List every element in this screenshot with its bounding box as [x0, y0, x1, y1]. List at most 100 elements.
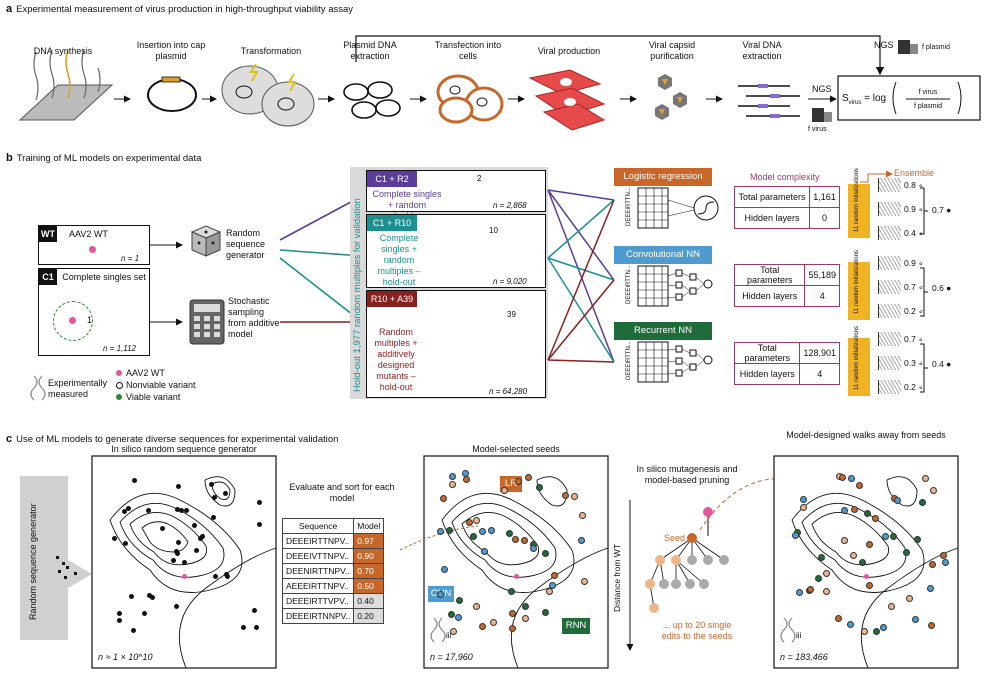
scatter-point [131, 627, 137, 633]
scatter-point [549, 581, 557, 589]
dice-icon [190, 225, 222, 257]
scatter-point [927, 621, 935, 629]
scatter-point [147, 592, 153, 598]
scatter-point [508, 588, 516, 596]
plasmid-icon [147, 76, 197, 112]
ensemble-member-value: 0.2 ∘ [904, 382, 924, 392]
rnn-tag: RNN [562, 618, 590, 634]
scatter-point [906, 595, 914, 603]
scatter-point [176, 484, 182, 490]
scatter-point [142, 611, 148, 617]
scatter-point [446, 526, 454, 534]
ngs-bottom: NGS [812, 84, 832, 94]
step-transformation: Transformation [240, 46, 302, 56]
legend-nonviable-dot [116, 382, 123, 389]
ensemble-average-value: 0.7 ● [932, 205, 952, 215]
scatter-point [211, 495, 217, 501]
scatter-point [577, 536, 585, 544]
c1-tag: C1 [39, 269, 57, 285]
scatter-point [818, 554, 826, 562]
param-label: Total parameters [733, 264, 806, 286]
scatter-point [449, 473, 457, 481]
legend-viable: Viable variant [126, 392, 181, 402]
init-bar-1 [848, 184, 870, 238]
ngs-top: NGS [874, 40, 894, 50]
scatter-point [193, 547, 199, 553]
scatter-point [524, 473, 532, 481]
legend-experimental: Experimentally measured [48, 378, 108, 399]
scatter-point [799, 503, 807, 511]
scatter-point [871, 514, 879, 522]
ensemble-network-icon [878, 332, 901, 346]
calculator-icon [189, 299, 225, 345]
scatter-point [545, 587, 553, 595]
wt-count: n = 1 [121, 254, 140, 263]
scatter-point [863, 510, 871, 518]
wt-name: AAV2 WT [69, 229, 108, 239]
ensemble-average-value: 0.4 ● [932, 359, 952, 369]
ensemble-network-icon [878, 226, 901, 240]
scatter-point [858, 558, 866, 566]
scatter-point [472, 517, 480, 525]
viral-production-icon [528, 69, 606, 131]
scatter-point [222, 491, 228, 497]
scatter-point [873, 628, 881, 636]
scatter-point [795, 588, 803, 596]
scatter-point [256, 521, 262, 527]
scatter-point [922, 474, 930, 482]
scatter-point [509, 609, 516, 617]
scatter-point [927, 585, 935, 593]
scatter-point [799, 496, 807, 504]
viral-dna-icon [738, 84, 800, 118]
scatter-point [887, 602, 895, 610]
scatter-point [450, 628, 458, 636]
step-insertion: Insertion into cap plasmid [136, 40, 206, 61]
scatter-point [570, 493, 578, 501]
init-bar-3 [848, 338, 870, 396]
mutagenesis-tree [626, 500, 729, 651]
seed-label: Seed [664, 533, 686, 543]
scatter-point [174, 549, 180, 555]
panel1-title: In silico random sequence generator [111, 444, 257, 454]
scatter-point [128, 593, 134, 599]
ensemble-member-value: 0.7 ∘ [904, 282, 924, 292]
scatter-point [123, 541, 129, 547]
layer-value: 4 [799, 363, 840, 385]
scatter-point [225, 574, 231, 580]
scatter-point [478, 527, 486, 535]
scatter-point [480, 548, 488, 556]
table-row: DEEEIRTTVPV..0.40 [281, 593, 385, 609]
panel3-title: Model-designed walks away from seeds [786, 430, 946, 440]
scatter-point [175, 507, 181, 513]
iii-label-3: iii [796, 631, 802, 640]
table-row: AEEEIRTTNPV..0.50 [281, 578, 385, 594]
scatter-point [939, 552, 947, 560]
panel3-count: n = 183,466 [780, 652, 828, 662]
scatter-point [521, 602, 529, 610]
param-value: 1,161 [809, 186, 840, 208]
ensemble-member-value: 0.9 ∘ [904, 258, 924, 268]
fitness-landscape-1 [109, 476, 277, 669]
scatter-point [200, 534, 206, 540]
plasmid-extraction-icon [343, 81, 401, 119]
layer-label: Hidden layers [733, 363, 801, 385]
scatter-point [520, 537, 528, 545]
step-transfection: Transfection into cells [434, 40, 502, 61]
scatter-point [462, 470, 470, 478]
layer-label: Hidden layers [733, 207, 811, 229]
scatter-point [490, 618, 498, 626]
scatter-point [448, 610, 456, 618]
layer-value: 0 [809, 207, 840, 229]
scatter-point [515, 478, 523, 486]
scatter-point [241, 624, 247, 630]
set-c1-r10-desc: Complete singles + random multiples – ho… [377, 233, 421, 287]
scatter-point [880, 624, 888, 632]
scatter-point [256, 500, 262, 506]
scatter-point [822, 570, 830, 578]
step-dna-synthesis: DNA synthesis [33, 46, 93, 56]
formula-denominator: f plasmid [913, 103, 942, 110]
ensemble-network-icon [878, 256, 901, 270]
scatter-point [160, 526, 166, 531]
